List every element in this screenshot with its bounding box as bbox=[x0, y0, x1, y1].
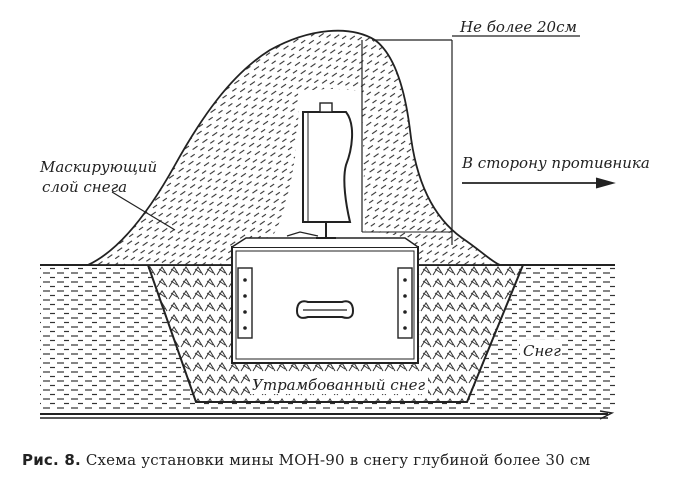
masking-layer-label-2: слой снега bbox=[42, 178, 127, 196]
figure-number: Рис. 8. bbox=[22, 451, 81, 469]
arrow-head-icon bbox=[595, 177, 616, 189]
compacted-snow-label: Утрамбованный снег bbox=[252, 376, 425, 394]
max-height-label: Не более 20см bbox=[459, 18, 577, 36]
figure-caption: Рис. 8. Схема установки мины МОН-90 в сн… bbox=[22, 451, 682, 469]
figure-caption-text: Схема установки мины МОН-90 в снегу глуб… bbox=[85, 451, 591, 469]
box-handle-icon bbox=[295, 300, 355, 319]
snow-label: Снег bbox=[523, 342, 561, 360]
mine-mon-90 bbox=[286, 102, 353, 239]
masking-layer-label-1: Маскирующий bbox=[39, 158, 157, 176]
masking-leader-line bbox=[111, 191, 176, 231]
mine-box bbox=[231, 237, 419, 364]
direction-label: В сторону противника bbox=[461, 154, 650, 172]
